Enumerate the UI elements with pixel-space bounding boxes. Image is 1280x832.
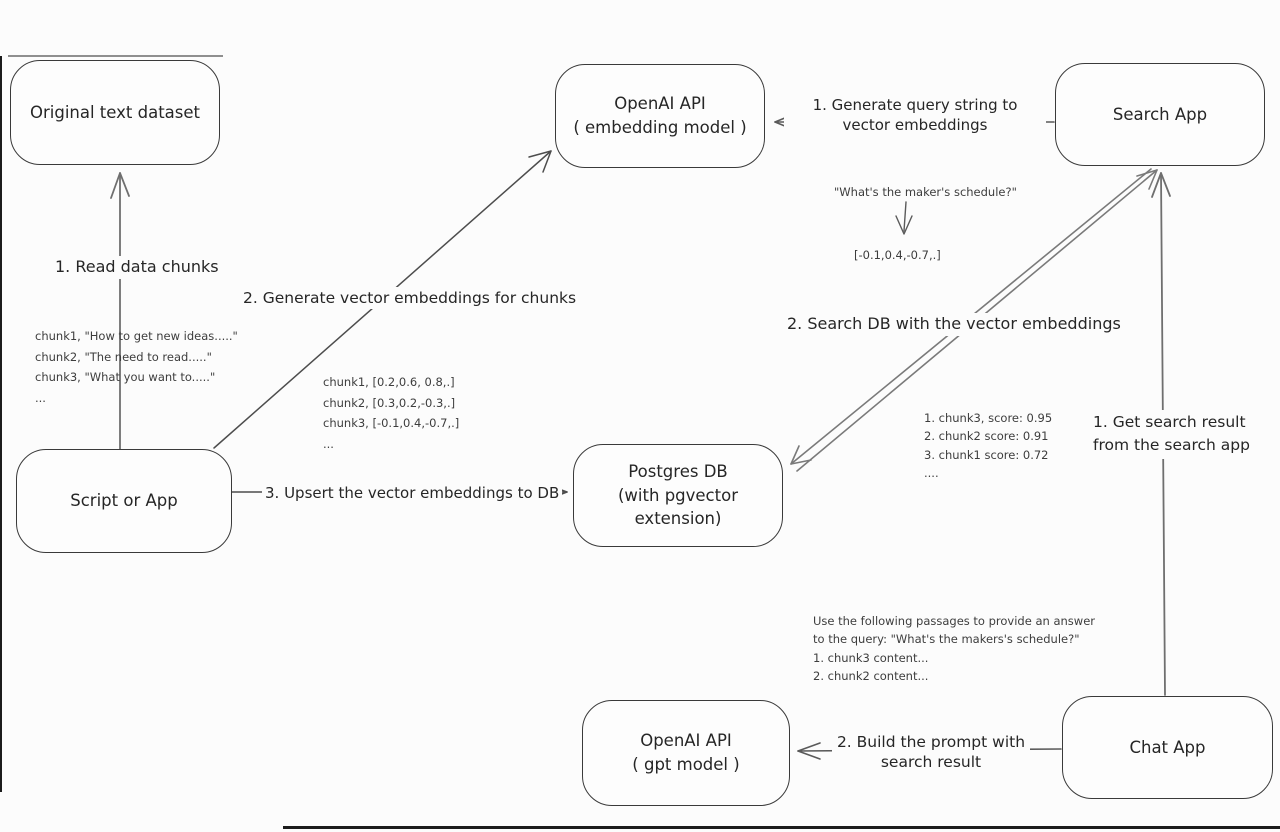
node-openai-embedding: OpenAI API ( embedding model ) [555,64,765,168]
chunk-vector-line: chunk2, [0.3,0.2,-0.3,.] [323,395,456,410]
chunk-vector-line: chunk3, [-0.1,0.4,-0.7,.] [323,416,460,431]
node-label-line1: OpenAI API [640,731,732,751]
annotation-search-scores: 1. chunk3, score: 0.95 2. chunk2 score: … [924,409,1052,483]
chunk-text-line: ... [35,391,46,406]
annotation-query-vector: [-0.1,0.4,-0.7,.] [854,248,941,262]
arrow-read-chunks [110,172,130,450]
annotation-prompt-text: Use the following passages to provide an… [813,612,1095,686]
frame-top-edge [8,55,223,57]
edge-label-build-prompt: 2. Build the prompt with search result [832,731,1030,774]
prompt-line: Use the following passages to provide an… [813,614,1095,628]
score-line: .... [924,466,939,481]
node-label-line2: ( embedding model ) [573,118,747,137]
frame-bottom-edge [283,826,1280,829]
node-label-line2: ( gpt model ) [632,755,740,774]
edge-label-read-chunks: 1. Read data chunks [52,256,222,279]
chunk-vector-line: chunk1, [0.2,0.6, 0.8,.] [323,375,455,389]
node-label: Script or App [70,491,178,511]
annotation-query-example: "What's the maker's schedule?" [834,185,1017,199]
chunk-text-line: chunk1, "How to get new ideas....." [35,329,238,343]
node-label-line1: Postgres DB [628,461,728,481]
node-original-text-dataset: Original text dataset [10,60,220,165]
node-label: Original text dataset [29,102,200,122]
edge-label-get-result: 1. Get search result from the search app [1090,410,1264,459]
edge-label-generate-embeddings: 2. Generate vector embeddings for chunks [240,287,580,310]
chunk-vector-line: ... [323,437,334,452]
score-line: 2. chunk2 score: 0.91 [924,429,1049,444]
frame-left-edge [0,56,2,792]
prompt-line: to the query: "What's the makers's sched… [813,632,1080,647]
score-line: 3. chunk1 score: 0.72 [924,447,1049,462]
edge-label-query-to-vector: 1. Generate query string to vector embed… [784,95,1046,136]
node-postgres-db: Postgres DB (with pgvector extension) [573,444,783,547]
node-search-app: Search App [1055,63,1265,166]
arrow-query-example [895,201,913,235]
node-label: Search App [1112,104,1208,124]
node-label-line1: OpenAI API [614,94,706,114]
node-label: Chat App [1129,737,1206,757]
prompt-line: 2. chunk2 content... [813,669,929,684]
annotation-chunk-texts: chunk1, "How to get new ideas....." chun… [35,326,238,409]
score-line: 1. chunk3, score: 0.95 [924,411,1053,425]
edge-label-upsert-db: 3. Upsert the vector embeddings to DB [262,483,563,505]
node-openai-gpt: OpenAI API ( gpt model ) [582,700,790,806]
node-label-line2: (with pgvector extension) [618,485,738,529]
prompt-line: 1. chunk3 content... [813,650,929,665]
chunk-text-line: chunk3, "What you want to....." [35,370,216,385]
edge-label-search-db: 2. Search DB with the vector embeddings [784,313,1124,336]
annotation-chunk-vectors: chunk1, [0.2,0.6, 0.8,.] chunk2, [0.3,0.… [323,372,459,455]
node-script-or-app: Script or App [16,449,232,553]
chunk-text-line: chunk2, "The need to read....." [35,349,212,364]
node-chat-app: Chat App [1062,696,1273,799]
